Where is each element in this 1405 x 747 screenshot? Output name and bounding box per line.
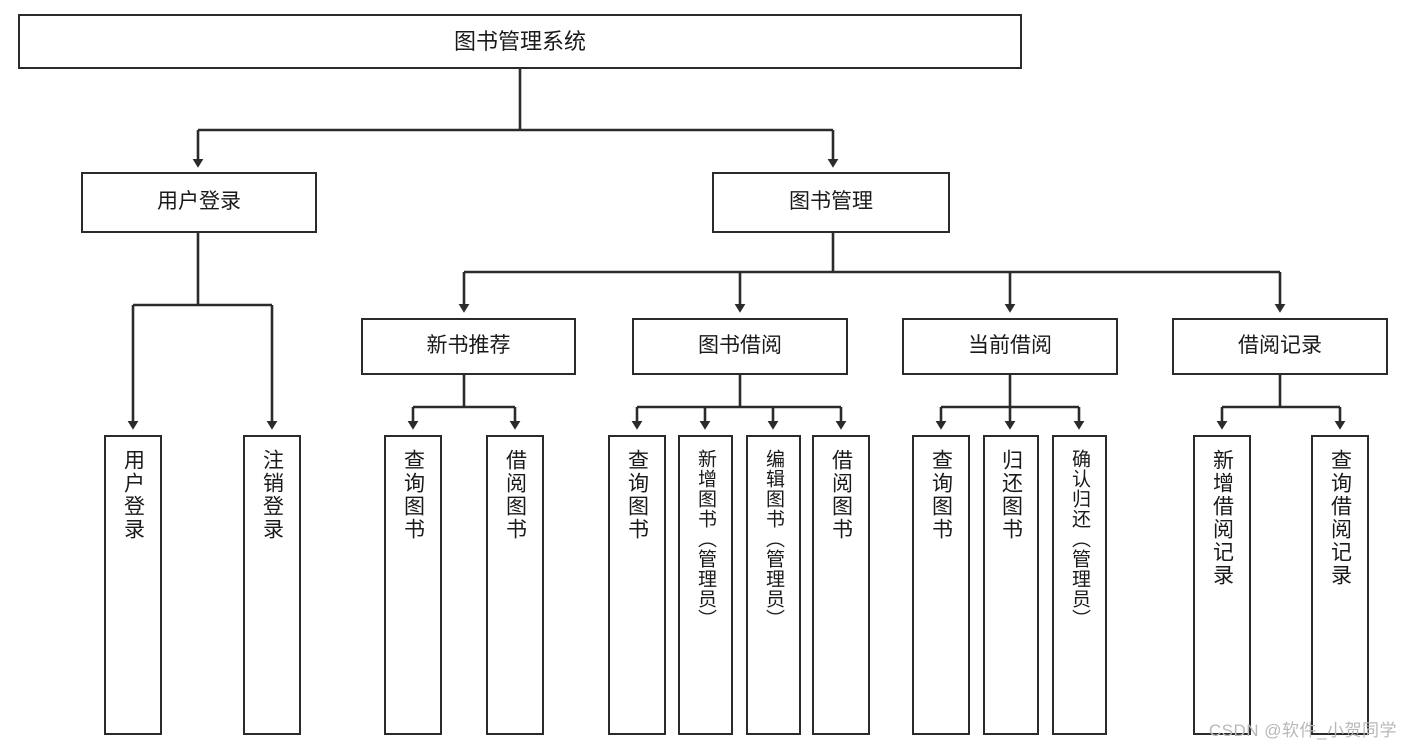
node-label: 查询图书 [929, 449, 953, 541]
leaf-logout[interactable]: 注销登录 [243, 435, 301, 735]
node-root-book-management-system[interactable]: 图书管理系统 [18, 14, 1022, 69]
node-label: 查询图书 [625, 449, 649, 541]
leaf-borrow-book[interactable]: 借阅图书 [812, 435, 870, 735]
node-label: 图书借阅 [698, 334, 782, 358]
node-label: 借阅图书 [829, 449, 853, 541]
leaf-new-book-query[interactable]: 查询图书 [384, 435, 442, 735]
node-label: 图书管理 [789, 190, 873, 214]
node-label: 当前借阅 [968, 334, 1052, 358]
leaf-confirm-return-admin[interactable]: 确认归还（管理员） [1052, 435, 1107, 735]
watermark-text: CSDN @软件_小贺同学 [1208, 721, 1397, 740]
leaf-return-book[interactable]: 归还图书 [983, 435, 1039, 735]
node-label: 归还图书 [999, 449, 1023, 541]
node-book-management[interactable]: 图书管理 [712, 172, 950, 233]
node-label: 编辑图书（管理员） [763, 449, 784, 629]
leaf-query-borrow-record[interactable]: 查询借阅记录 [1311, 435, 1369, 735]
leaf-edit-book-admin[interactable]: 编辑图书（管理员） [746, 435, 801, 735]
leaf-user-login[interactable]: 用户登录 [104, 435, 162, 735]
node-label: 注销登录 [260, 449, 284, 541]
node-label: 查询借阅记录 [1328, 449, 1352, 587]
leaf-borrow-query-book[interactable]: 查询图书 [608, 435, 666, 735]
leaf-add-book-admin[interactable]: 新增图书（管理员） [678, 435, 733, 735]
node-label: 借阅图书 [503, 449, 527, 541]
node-label: 用户登录 [121, 449, 145, 541]
node-label: 新增借阅记录 [1210, 449, 1234, 587]
node-label: 图书管理系统 [453, 28, 586, 54]
node-current-borrow[interactable]: 当前借阅 [902, 318, 1118, 375]
leaf-current-query-book[interactable]: 查询图书 [912, 435, 970, 735]
leaf-add-borrow-record[interactable]: 新增借阅记录 [1193, 435, 1251, 735]
node-new-book-recommend[interactable]: 新书推荐 [361, 318, 576, 375]
node-borrow-record[interactable]: 借阅记录 [1172, 318, 1388, 375]
node-label: 新增图书（管理员） [695, 449, 716, 629]
node-label: 借阅记录 [1238, 334, 1322, 358]
node-label: 确认归还（管理员） [1069, 449, 1090, 629]
node-user-login[interactable]: 用户登录 [81, 172, 317, 233]
node-label: 查询图书 [401, 449, 425, 541]
node-label: 用户登录 [157, 190, 241, 214]
node-book-borrow[interactable]: 图书借阅 [632, 318, 848, 375]
leaf-new-book-borrow[interactable]: 借阅图书 [486, 435, 544, 735]
node-label: 新书推荐 [426, 334, 511, 358]
